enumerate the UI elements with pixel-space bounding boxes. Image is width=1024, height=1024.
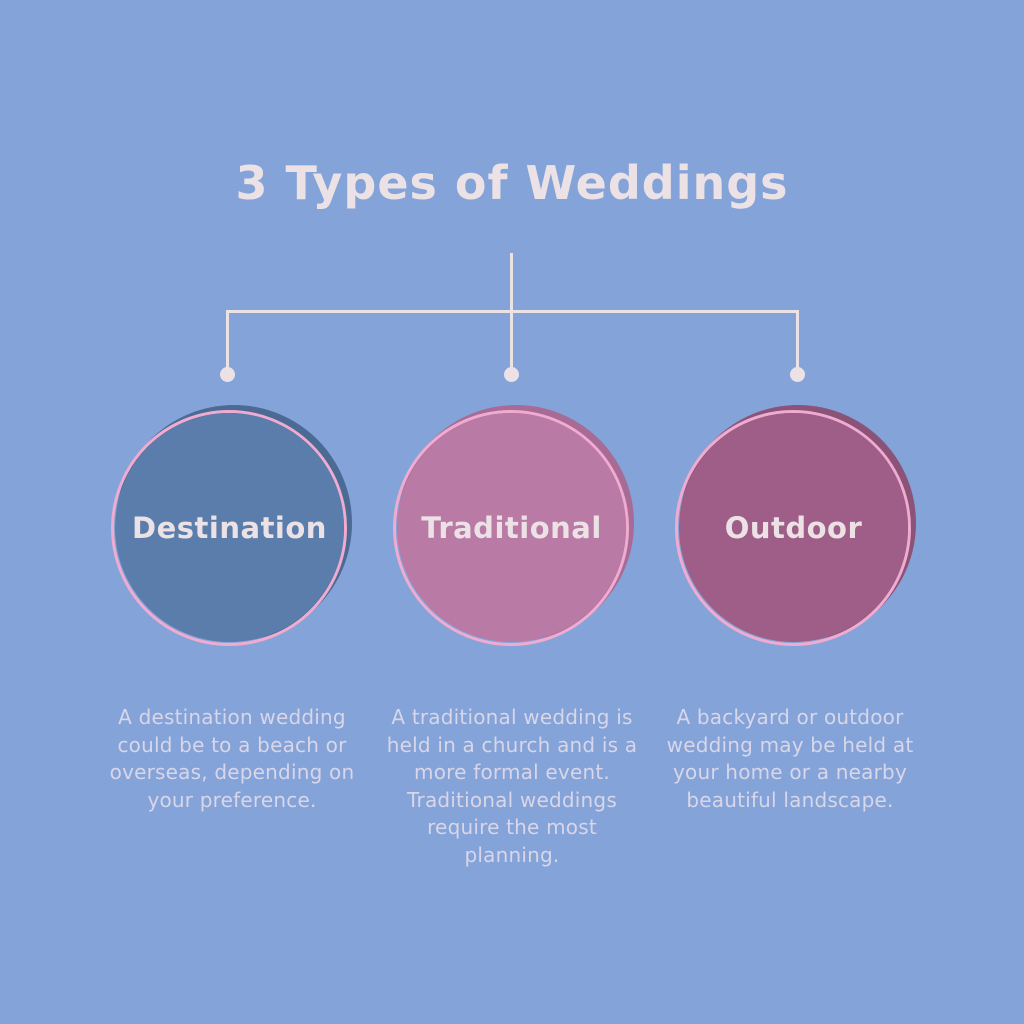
traditional-circle-ring [393,410,629,646]
traditional-label: Traditional [421,510,602,545]
connector-dot-center [504,367,519,382]
destination-description: A destination wedding could be to a beac… [109,705,355,812]
outdoor-label: Outdoor [724,510,863,545]
traditional-circle: Traditional [397,413,626,642]
traditional-description: A traditional wedding is held in a churc… [386,705,638,867]
page-title: 3 Types of Weddings [235,156,789,210]
outdoor-circle-ring [675,410,911,646]
destination-circle: Destination [115,413,344,642]
wedding-type-traditional: Traditional [392,405,636,649]
connector-dot-right [790,367,805,382]
connector-horizontal-line [226,310,799,313]
outdoor-description: A backyard or outdoor wedding may be hel… [666,705,914,812]
connector-left-drop [226,310,229,368]
connector-dot-left [220,367,235,382]
destination-label: Destination [132,510,327,545]
destination-circle-ring [111,410,347,646]
wedding-type-destination: Destination [110,405,354,649]
connector-right-drop [796,310,799,368]
outdoor-circle: Outdoor [679,413,908,642]
wedding-type-outdoor: Outdoor [674,405,918,649]
